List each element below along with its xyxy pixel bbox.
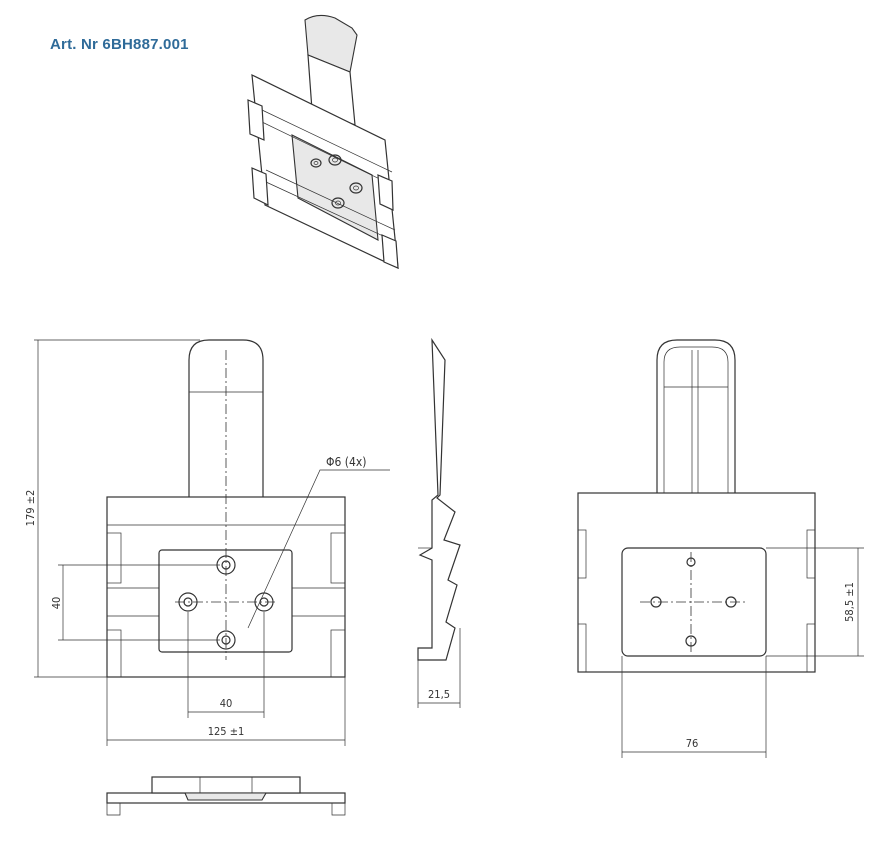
dim-width: 125 ±1: [208, 725, 245, 738]
dim-hole-spacing-horizontal: 40: [220, 697, 233, 710]
dim-depth: 21,5: [428, 688, 450, 701]
article-number: Art. Nr 6BH887.001: [50, 36, 189, 53]
bottom-view: [106, 776, 346, 816]
isometric-view: [247, 14, 399, 269]
dim-plate-height: 58,5 ±1: [843, 582, 856, 622]
dim-hole-diameter: Φ6 (4x): [326, 455, 366, 469]
front-view: 179 ±2 40 40 125 ±1 Φ6 (4x): [24, 339, 390, 746]
dim-hole-spacing-vertical: 40: [50, 597, 63, 610]
dim-plate-width: 76: [686, 737, 699, 750]
side-view: 21,5: [417, 337, 461, 708]
dim-height: 179 ±2: [24, 490, 37, 527]
rear-view: 58,5 ±1 76: [577, 339, 864, 758]
